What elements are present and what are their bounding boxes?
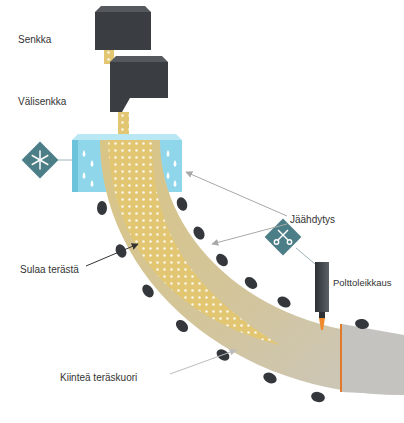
- tundish: [110, 62, 168, 112]
- solid-shell: [100, 140, 404, 395]
- cut-line: [340, 324, 342, 392]
- molten-core: [108, 140, 280, 345]
- roll: [174, 318, 191, 335]
- water-drop: [83, 172, 86, 179]
- roll: [242, 275, 259, 292]
- mould-top: [72, 134, 182, 140]
- roll: [262, 371, 279, 386]
- ladle-top: [95, 6, 151, 12]
- cutting-icon: [265, 219, 315, 264]
- roll: [354, 318, 370, 330]
- roll: [191, 224, 207, 241]
- tundish-top: [110, 56, 168, 62]
- water-drops: [83, 150, 177, 187]
- part-label: Senkka: [18, 34, 51, 46]
- icon-diamond: [22, 142, 59, 179]
- torch-nozzle: [319, 312, 325, 318]
- ladle: [95, 12, 151, 50]
- part-label: Sulaa terästä: [20, 264, 79, 276]
- rolls: [97, 196, 370, 404]
- leader-line: [212, 224, 287, 244]
- leader-line: [86, 244, 138, 266]
- leader-line: [170, 350, 236, 374]
- scissors-symbol: [274, 230, 291, 244]
- cooling-icon: [22, 142, 72, 179]
- part-label: Jäähdytys: [290, 214, 335, 226]
- roll: [275, 294, 292, 310]
- roll: [97, 201, 107, 215]
- cut-slab: [342, 324, 404, 395]
- icon-connector: [58, 160, 72, 161]
- part-label: Kiinteä teräskuori: [60, 372, 137, 384]
- torch-flame: [319, 318, 325, 330]
- water-drop: [174, 180, 177, 187]
- part-label: Polttoleikkaus: [333, 277, 392, 288]
- mould-side: [72, 140, 78, 192]
- roll: [310, 390, 326, 403]
- water-drop: [167, 150, 170, 157]
- water-drop: [83, 150, 86, 157]
- water-drop: [167, 172, 170, 179]
- roll: [140, 282, 156, 299]
- roll: [214, 251, 231, 268]
- leader-line: [186, 172, 287, 216]
- snowflake-symbol: [32, 151, 48, 169]
- roll: [175, 196, 189, 213]
- water-drop: [91, 180, 94, 187]
- water-drop: [91, 160, 94, 167]
- part-label: Välisenkka: [18, 96, 66, 108]
- icon-connector: [296, 248, 315, 264]
- cutting-torch: [315, 262, 329, 312]
- water-drop: [174, 160, 177, 167]
